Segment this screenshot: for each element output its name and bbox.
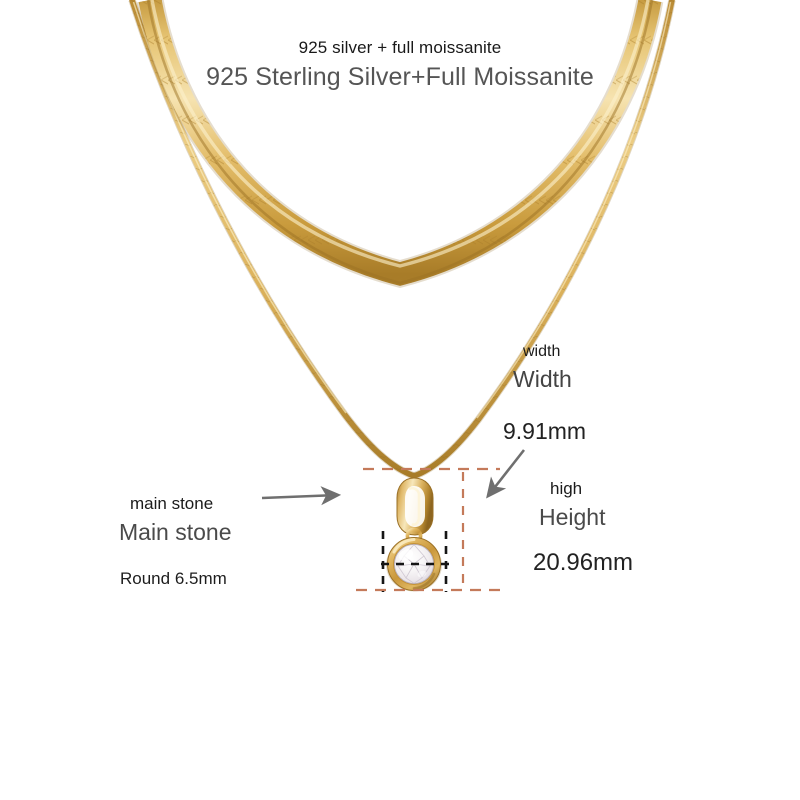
width-guide (381, 531, 449, 592)
snake-chain (128, 0, 676, 480)
main-stone-sub-label: main stone (130, 494, 214, 513)
height-arrow (486, 449, 526, 499)
width-value: 9.91mm (503, 418, 587, 444)
pendant-bail (396, 477, 434, 545)
product-title-sub: 925 silver + full moissanite (298, 38, 502, 57)
height-sub-label: high (550, 479, 583, 498)
height-guide (356, 467, 502, 592)
main-stone-arrow (261, 486, 342, 506)
width-sub-label: width (523, 343, 561, 360)
herringbone-chain (136, 0, 664, 288)
height-main-label: Height (539, 504, 606, 530)
height-value: 20.96mm (533, 549, 634, 576)
main-stone-main-label: Main stone (119, 519, 232, 545)
width-main-label: Width (513, 366, 572, 392)
main-stone-value: Round 6.5mm (120, 569, 227, 588)
product-title-main: 925 Sterling Silver+Full Moissanite (206, 63, 594, 91)
